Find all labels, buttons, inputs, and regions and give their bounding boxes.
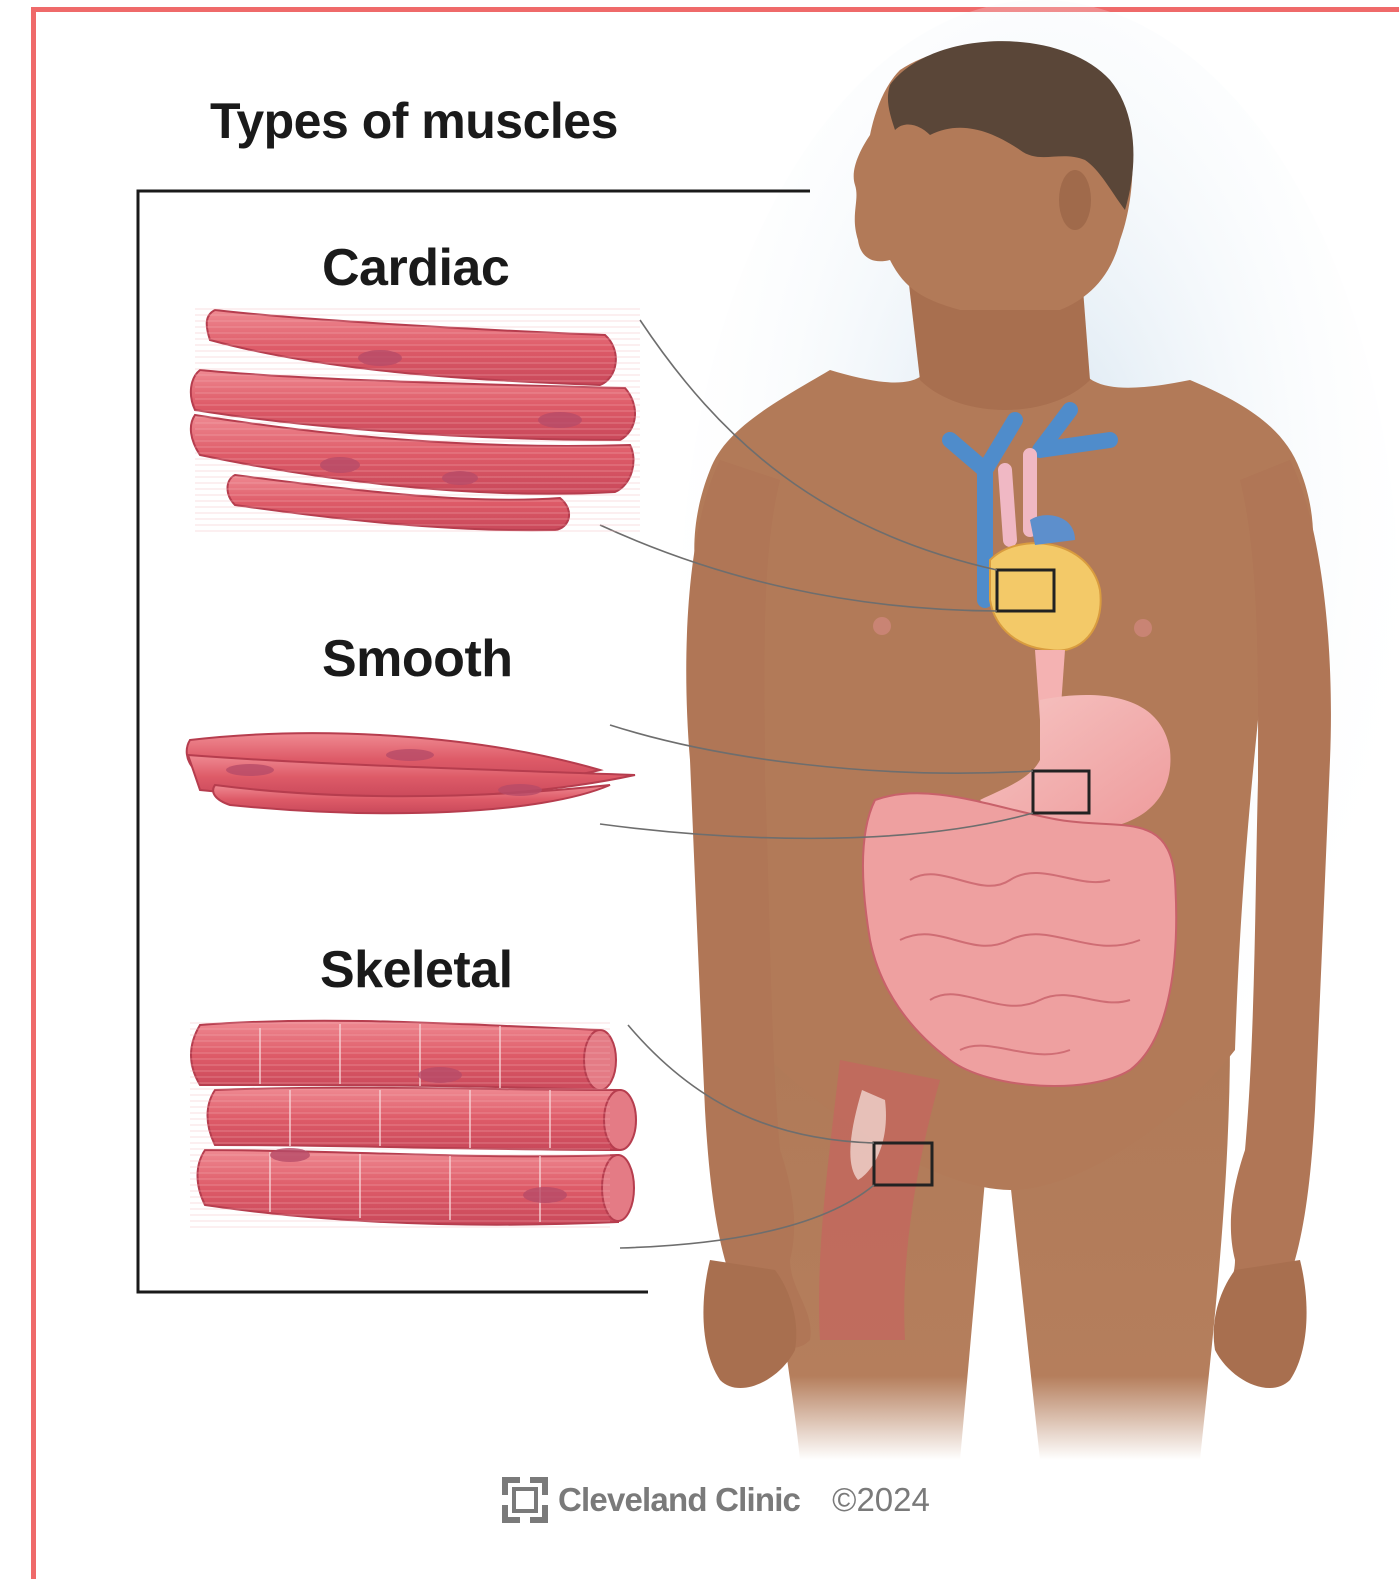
smooth-muscle-illustration — [187, 733, 635, 813]
label-smooth: Smooth — [322, 629, 513, 689]
cleveland-clinic-logo-icon — [502, 1477, 548, 1523]
credit-copyright: ©2024 — [832, 1481, 930, 1519]
skeletal-muscle-illustration — [190, 1020, 636, 1228]
credit-line: Cleveland Clinic ©2024 — [502, 1476, 930, 1524]
diagram-title: Types of muscles — [210, 92, 618, 150]
nipple-right — [1134, 619, 1152, 637]
right-hand — [1214, 1260, 1307, 1388]
label-cardiac: Cardiac — [322, 238, 509, 298]
label-skeletal: Skeletal — [320, 940, 513, 1000]
cardiac-muscle-illustration — [191, 305, 640, 535]
credit-organization: Cleveland Clinic — [558, 1481, 800, 1519]
nipple-left — [873, 617, 891, 635]
ear — [1059, 170, 1091, 230]
